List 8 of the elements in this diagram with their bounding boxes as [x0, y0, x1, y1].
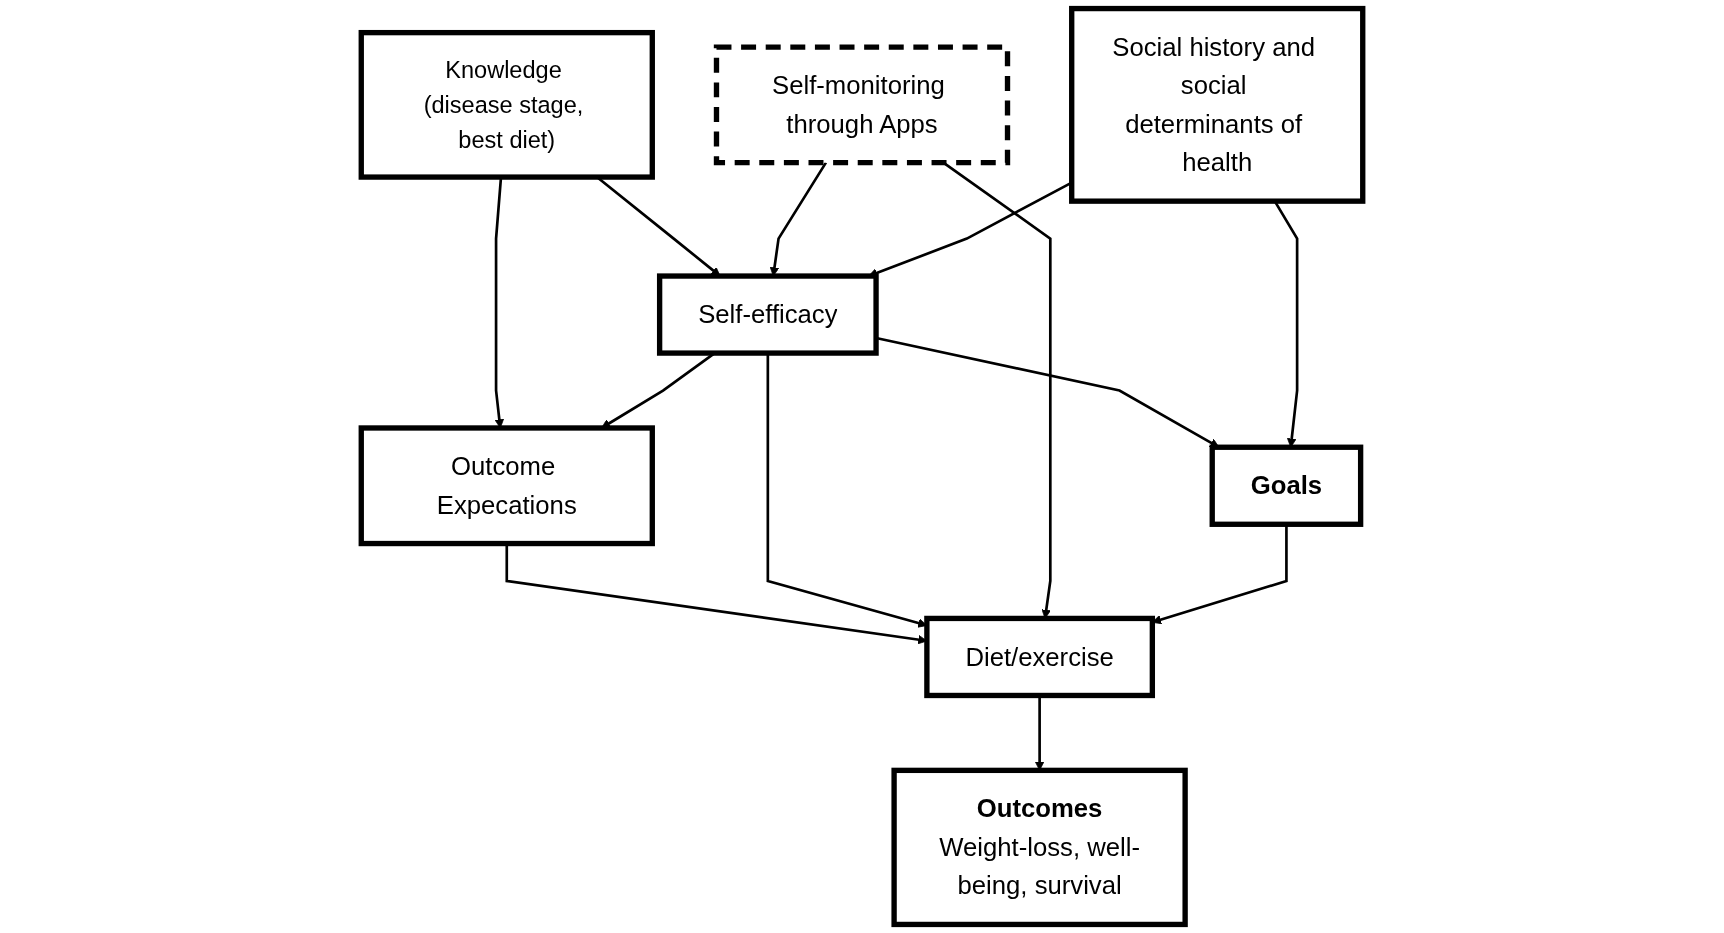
node-box: Outcomes Weight-loss, well-being, survival — [891, 767, 1188, 928]
node-box: Diet/exercise — [924, 615, 1155, 699]
node-box: Social history and social determinants of health — [1069, 5, 1366, 204]
node-box: Self-monitoring through Apps — [713, 44, 1011, 166]
node-box: Self-efficacy — [656, 273, 879, 356]
node-box: Goals — [1209, 444, 1364, 527]
node-box: Knowledge (disease stage, best diet) — [358, 29, 655, 180]
node-box: Outcome Expecations — [358, 425, 655, 547]
